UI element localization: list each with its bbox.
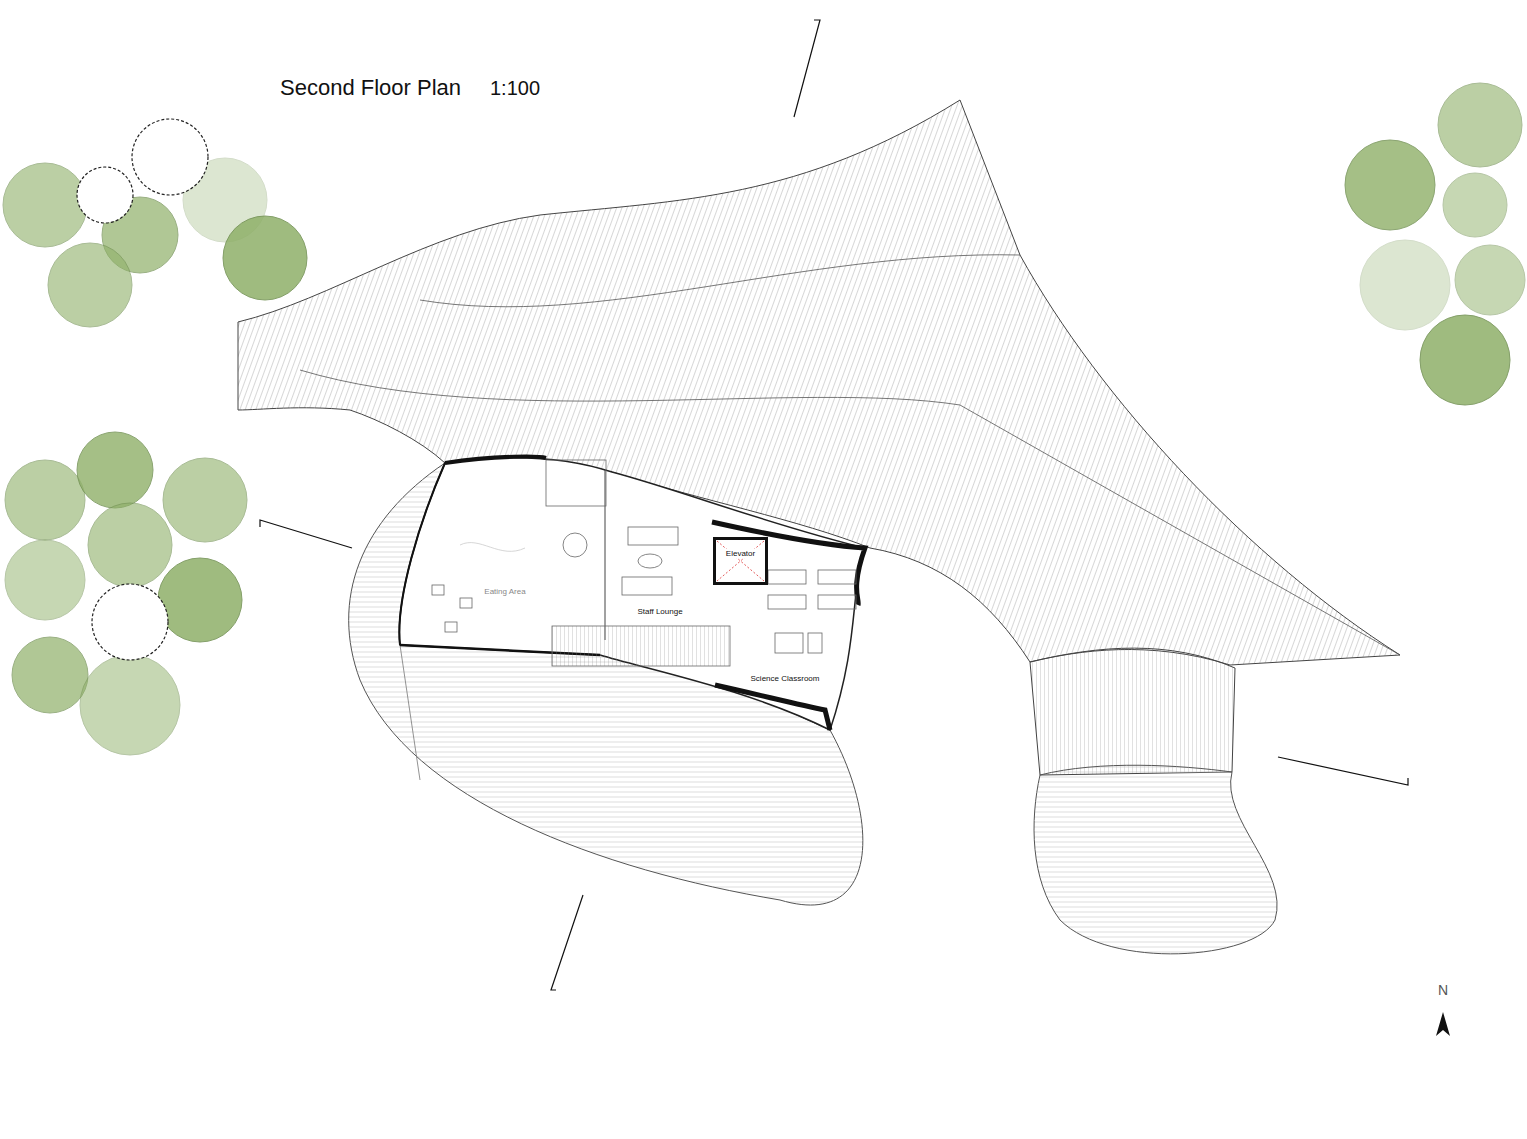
elevator-outline [713, 537, 768, 585]
north-label: N [1438, 982, 1448, 998]
plan-title: Second Floor Plan [280, 75, 461, 101]
room-label: Eating Area [484, 587, 525, 596]
scale-label: 1:100 [490, 77, 540, 100]
room-label: Science Classroom [751, 674, 820, 683]
elevator-box: Elevator [713, 537, 768, 585]
room-label: Staff Lounge [637, 607, 682, 616]
room-label: Elevator [724, 549, 757, 558]
